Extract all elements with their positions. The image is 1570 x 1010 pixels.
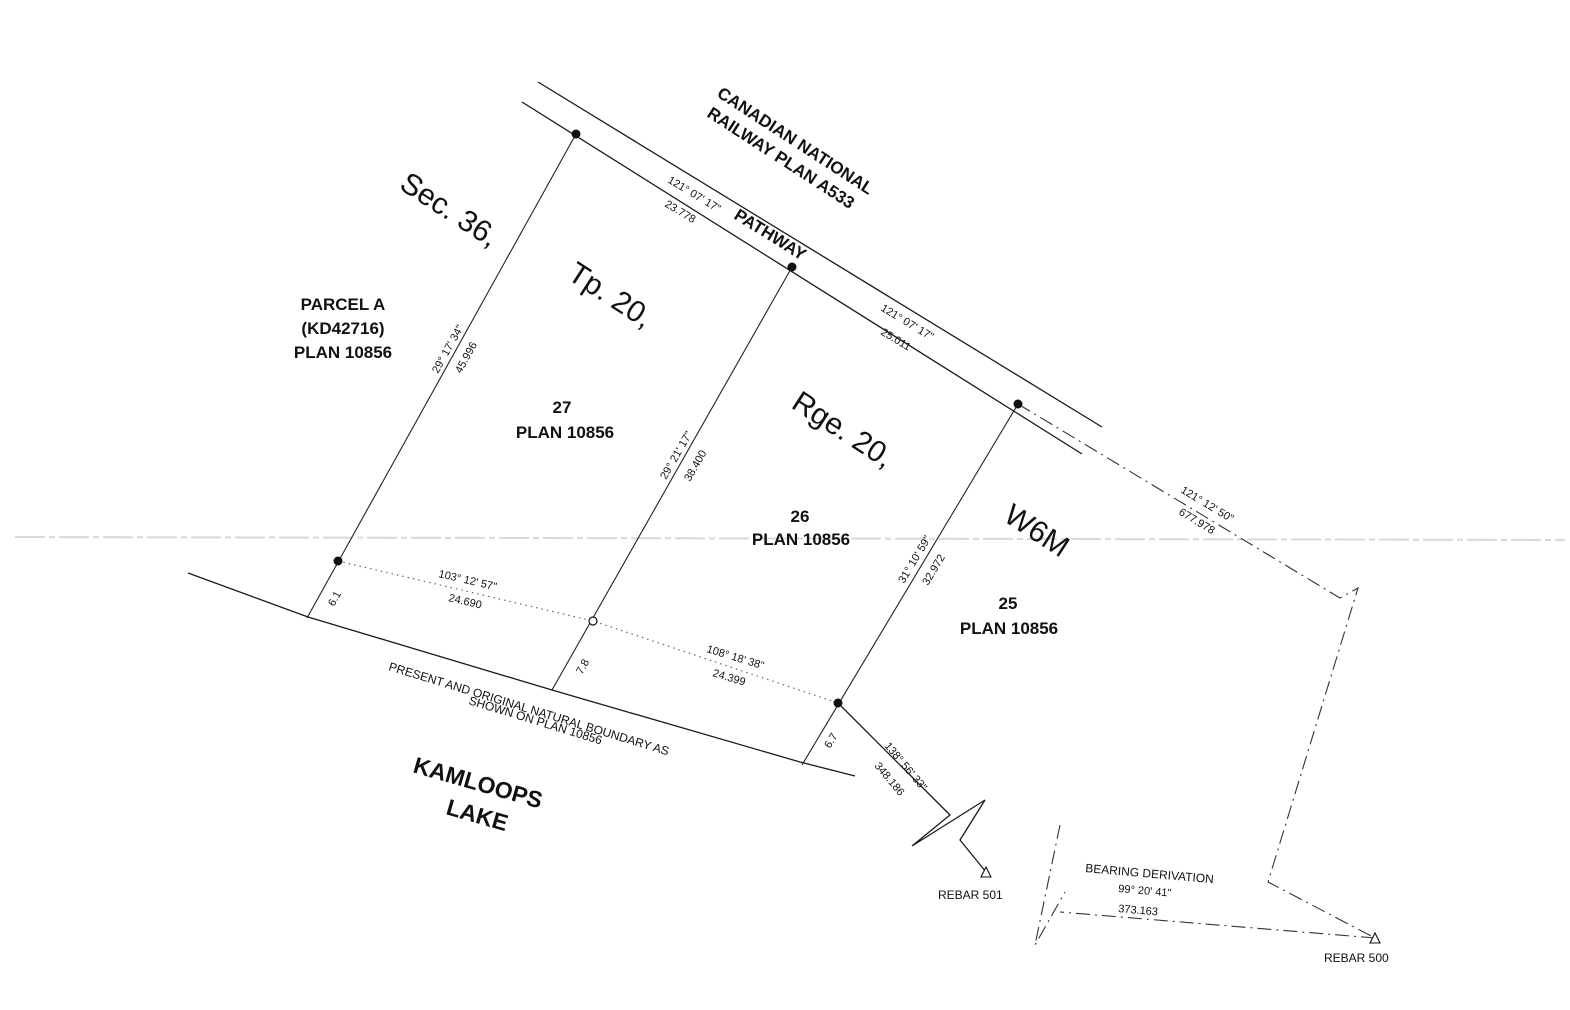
offset-west: 6.1 — [326, 589, 344, 608]
section-label: Sec. 36, — [394, 166, 504, 254]
derivation-length: 373.163 — [1118, 903, 1159, 918]
lot-25-plan: PLAN 10856 — [960, 619, 1058, 638]
natural-boundary-shoreline — [187, 572, 856, 777]
range-label: Rge. 20, — [786, 385, 899, 474]
monument-nw — [571, 129, 581, 139]
monument-ne — [1013, 399, 1023, 409]
lot-27-plan: PLAN 10856 — [516, 423, 614, 442]
rebar-501-label: REBAR 501 — [938, 888, 1003, 902]
lot-line-east — [801, 403, 1019, 766]
monument-se — [833, 698, 843, 708]
lot-25-number: 25 — [999, 594, 1018, 613]
east-line-length: 32.972 — [920, 553, 948, 588]
township-label: Tp. 20, — [562, 256, 658, 335]
lot-26-plan: PLAN 10856 — [752, 530, 850, 549]
lot-27-number: 27 — [553, 398, 572, 417]
natural-boundary-note-line1: PRESENT AND ORIGINAL NATURAL BOUNDARY AS — [387, 659, 671, 758]
parcel-a-line3: PLAN 10856 — [294, 343, 392, 362]
break-symbol — [1034, 824, 1066, 946]
pathway-boundary-line — [521, 101, 1083, 455]
monument-sw — [333, 556, 343, 566]
parcel-a-line1: PARCEL A — [301, 295, 386, 314]
monument-north-middle — [787, 262, 797, 272]
meridian-label: W6M — [998, 498, 1075, 564]
monument-open-middle — [588, 616, 598, 626]
rebar-500-marker — [1369, 931, 1381, 944]
lot-26-number: 26 — [791, 507, 810, 526]
railway-right-of-way-line — [537, 81, 1103, 428]
rail-seg1-length: 23.778 — [662, 198, 697, 226]
rebar-500-label: REBAR 500 — [1324, 951, 1389, 965]
offset-middle: 7.8 — [574, 657, 592, 676]
bearing-derivation-line — [1059, 911, 1376, 939]
traverse-dotted-line — [337, 560, 839, 704]
offset-east: 6.7 — [822, 731, 840, 750]
parcel-a-line2: (KD42716) — [301, 319, 384, 338]
tie-line-east — [1017, 403, 1376, 939]
south-seg1-bearing: 103° 12' 57" — [437, 568, 498, 593]
bearing-derivation-label: BEARING DERIVATION — [1085, 861, 1215, 886]
paper-fold-line — [14, 536, 1566, 541]
derivation-bearing: 99° 20' 41" — [1118, 883, 1172, 900]
lot-line-middle — [551, 266, 793, 691]
lot-line-west — [306, 133, 577, 619]
tie-line-southwest — [837, 702, 987, 873]
pathway-label: PATHWAY — [731, 205, 810, 264]
rebar-501-marker — [980, 865, 992, 878]
rail-seg2-length: 25.011 — [878, 326, 912, 353]
south-seg1-length: 24.690 — [447, 592, 482, 611]
